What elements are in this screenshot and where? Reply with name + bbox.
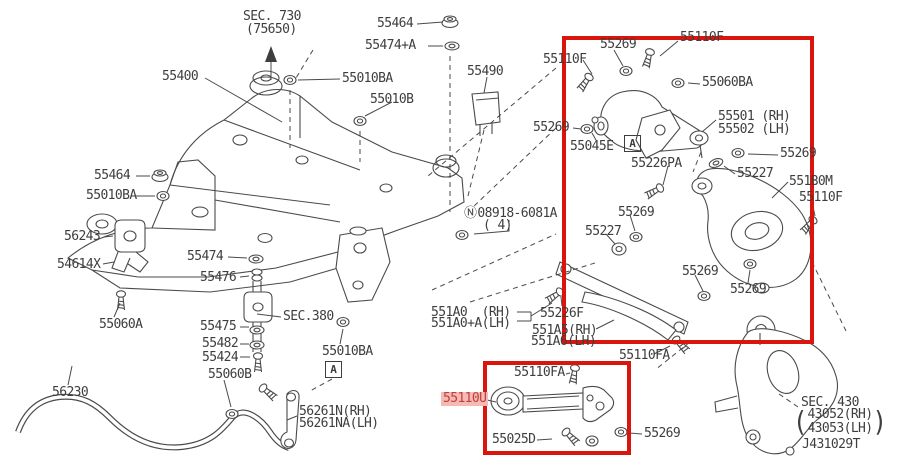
part-label-55060B: 55060B <box>208 367 252 382</box>
circled-n-icon: Ⓝ <box>464 206 477 221</box>
part-label-55110F-b: 55110F <box>543 52 587 67</box>
stabilizer-link-drawing <box>257 381 300 449</box>
sec430-part-numbers: ( 43052(RH) 43053(LH) ) <box>793 405 887 438</box>
part-label-55476: 55476 <box>200 270 237 285</box>
part-label-55045E: 55045E <box>570 139 614 154</box>
part-label-55490: 55490 <box>467 64 504 79</box>
part-label-56243: 56243 <box>64 229 101 244</box>
paren-close: ) <box>872 405 887 438</box>
diagram-code: J431029T <box>802 437 860 452</box>
highlight-box-upper <box>562 36 814 344</box>
dashed-construction-lines <box>289 49 847 408</box>
part-label-55110FA-a: 55110FA <box>619 348 670 363</box>
part-label-55424: 55424 <box>202 350 239 365</box>
part-label-43053: 43053(LH) <box>807 420 873 436</box>
center-link-parts-drawing <box>115 74 501 420</box>
callout-box-A-lower: A <box>325 361 342 378</box>
part-label-55010BA-mid: 55010BA <box>322 344 373 359</box>
part-label-55110F-c: 55110F <box>799 190 843 205</box>
part-label-55226PA: 55226PA <box>631 156 682 171</box>
part-label-qty-4: ( 4) <box>483 218 513 233</box>
part-label-55227-b: 55227 <box>585 224 622 239</box>
part-label-55269-d: 55269 <box>618 205 655 220</box>
part-label-55400: 55400 <box>162 69 199 84</box>
left-mount-parts-drawing <box>111 15 460 273</box>
part-label-56261NA: 56261NA(LH) <box>299 416 379 431</box>
upper-arm-drawing <box>575 47 709 159</box>
part-label-43052: 43052(RH) <box>807 407 873 422</box>
part-label-55482: 55482 <box>202 336 239 351</box>
part-label-55269-b: 55269 <box>533 120 570 135</box>
part-label-55226F: 55226F <box>540 306 584 321</box>
part-label-55060BA: 55060BA <box>702 75 753 90</box>
part-label-55010B: 55010B <box>370 92 414 107</box>
part-label-55501: 55501 (RH) <box>718 109 791 124</box>
part-label-55269-c: 55269 <box>780 146 817 161</box>
part-label-75650: (75650) <box>246 22 297 37</box>
part-label-56261N: 56261N(RH) <box>299 404 372 419</box>
stabilizer-bar-drawing <box>15 393 290 451</box>
part-label-sec430: SEC. 430 <box>801 395 859 410</box>
callout-box-A-upper: A <box>624 135 641 152</box>
part-label-55474: 55474 <box>187 249 224 264</box>
part-label-55025D: 55025D <box>492 432 536 447</box>
part-label-55464-top: 55464 <box>377 16 414 31</box>
highlight-box-lower <box>483 361 631 455</box>
part-label-551B0M: 551B0M <box>789 174 833 189</box>
part-label-55269-a: 55269 <box>600 37 637 52</box>
part-label-55010BA-left: 55010BA <box>86 188 137 203</box>
part-label-sec730: SEC. 730 <box>243 9 301 24</box>
part-label-55269-g: 55269 <box>644 426 681 441</box>
part-label-551A0-RH: 551A0 (RH) <box>431 305 511 320</box>
part-label-sec380: SEC.380 <box>283 309 334 324</box>
radius-rod-drawing <box>490 363 628 448</box>
part-label-55110FA-b: 55110FA <box>514 365 565 380</box>
part-label-55227-a: 55227 <box>737 166 774 181</box>
part-label-551A0A-LH: 551A0+A(LH) <box>431 316 511 331</box>
part-label-55060A: 55060A <box>99 317 143 332</box>
lower-arm-drawing <box>611 147 820 302</box>
part-label-55464-left: 55464 <box>94 168 131 183</box>
part-label-55475: 55475 <box>200 319 237 334</box>
part-label-54614X: 54614X <box>57 257 101 272</box>
part-label-551A5: 551A5(RH) <box>532 323 598 338</box>
part-label-56230: 56230 <box>52 385 89 400</box>
part-label-55010BA-top: 55010BA <box>342 71 393 86</box>
part-label-55474A: 55474+A <box>365 38 416 53</box>
part-label-55110U-selected[interactable]: 55110U <box>441 391 489 406</box>
leader-lines <box>67 21 816 441</box>
part-label-551A6: 551A6(LH) <box>531 334 597 349</box>
part-label-55110F-a: 55110F <box>680 30 724 45</box>
paren-open: ( <box>793 405 808 438</box>
part-label-08918-6081A: Ⓝ08918-6081A <box>464 206 558 221</box>
part-label-55502: 55502 (LH) <box>718 122 791 137</box>
part-label-55269-e: 55269 <box>682 264 719 279</box>
part-label-55269-f: 55269 <box>730 282 767 297</box>
